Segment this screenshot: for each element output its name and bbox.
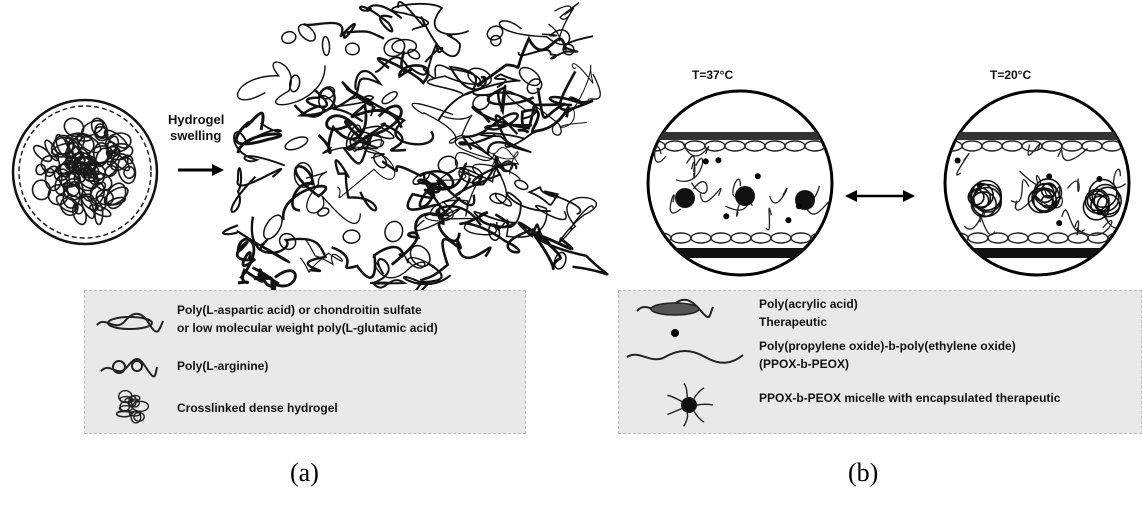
coil-dot-icon <box>635 297 715 341</box>
wavy-chain-icon <box>625 347 745 367</box>
legend-b-item-3-line1: PPOX-b-PEOX micelle with encapsulated th… <box>759 391 1060 405</box>
temperature-37-label: T=37°C <box>692 68 733 82</box>
caption-a: (a) <box>290 458 319 488</box>
gel-state-circle-37 <box>645 88 835 278</box>
legend-b-item-1-line2: Therapeutic <box>759 315 827 329</box>
chain-coil-icon <box>95 309 165 339</box>
micelle-icon <box>659 375 719 431</box>
sol-state-circle-20 <box>942 88 1132 278</box>
crosslinked-dense-icon <box>111 387 151 427</box>
legend-a-item-2-line1: Poly(L-arginine) <box>177 359 268 373</box>
legend-a-item-1-line2: or low molecular weight poly(L-glutamic … <box>177 321 438 335</box>
dense-hydrogel-coil <box>5 92 165 252</box>
swelling-arrow-label-line1: Hydrogel <box>168 112 224 127</box>
legend-b-item-1-line1: Poly(acrylic acid) <box>759 297 858 311</box>
legend-b-item-2-line1: Poly(propylene oxide)-b-poly(ethylene ox… <box>759 339 1016 353</box>
reversible-transition-arrow <box>845 186 915 206</box>
chain-loops-icon <box>99 353 159 383</box>
swelling-arrow-label-line2: swelling <box>170 128 221 143</box>
caption-b: (b) <box>848 458 878 488</box>
legend-a-item-1-line1: Poly(L-aspartic acid) or chondroitin sul… <box>177 303 422 317</box>
legend-b-item-2-line2: (PPOX-b-PEOX) <box>759 357 849 371</box>
legend-b: Poly(acrylic acid) Therapeutic Poly(prop… <box>618 290 1142 434</box>
legend-a-item-3-line1: Crosslinked dense hydrogel <box>177 401 338 415</box>
temperature-20-label: T=20°C <box>990 68 1031 82</box>
legend-a: Poly(L-aspartic acid) or chondroitin sul… <box>84 290 526 434</box>
swelling-arrow <box>178 160 228 180</box>
swollen-hydrogel-network <box>238 8 598 288</box>
